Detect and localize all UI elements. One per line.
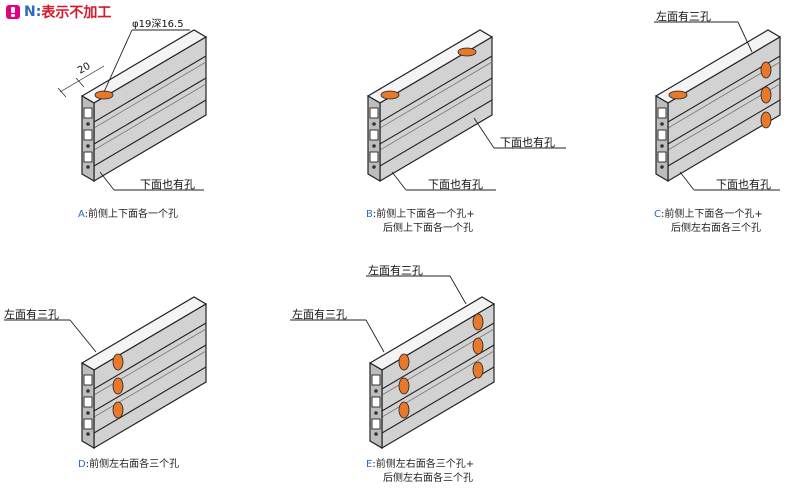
caption-code: A xyxy=(78,209,85,220)
header: N : 表示不加工 xyxy=(6,2,111,22)
header-text: 表示不加工 xyxy=(41,5,112,21)
profile-a: φ19深16.5 20 下面也有孔 xyxy=(57,18,207,191)
label-bottom-b: 下面也有孔 xyxy=(428,177,483,191)
hole-marker xyxy=(112,401,124,419)
hole-marker xyxy=(457,47,477,57)
hole-marker xyxy=(398,401,410,419)
caption-sep: : xyxy=(84,209,89,220)
label-bottom-c: 下面也有孔 xyxy=(716,177,771,191)
hole-marker xyxy=(398,353,410,371)
caption-line1: 前侧上下面各一个孔 xyxy=(88,209,179,220)
caption-code: B xyxy=(366,209,373,220)
info-badge-icon xyxy=(6,5,20,19)
header-sep: : xyxy=(35,4,42,20)
label-left-e-back: 左面有三孔 xyxy=(368,263,423,277)
profile-e: 左面有三孔 左面有三孔 xyxy=(290,263,495,449)
hole-marker xyxy=(760,61,772,79)
hole-marker xyxy=(380,90,400,100)
hole-marker xyxy=(94,90,114,100)
caption-sep: : xyxy=(372,459,376,470)
caption-code: D xyxy=(78,459,86,470)
caption-line2: 后侧左右面各三个孔 xyxy=(671,223,761,234)
caption-line1: 前侧左右面各三个孔+ xyxy=(375,459,475,470)
caption-line1: 前侧上下面各一个孔+ xyxy=(664,209,763,220)
hole-marker xyxy=(760,111,772,129)
caption-sep: : xyxy=(85,459,90,470)
caption-sep: : xyxy=(372,209,377,220)
caption-line1: 前侧上下面各一个孔+ xyxy=(376,209,475,220)
caption-c: C:前侧上下面各一个孔+ 后侧左右面各三个孔 xyxy=(654,208,763,236)
hole-marker xyxy=(112,377,124,395)
hole-marker xyxy=(668,90,688,100)
diameter-note: φ19深16.5 xyxy=(132,18,184,30)
profile-c: 左面有三孔 下面也有孔 xyxy=(654,9,781,191)
hole-marker xyxy=(472,361,484,379)
hole-marker xyxy=(112,353,124,371)
caption-b: B:前侧上下面各一个孔+ 后侧上下面各一个孔 xyxy=(366,208,475,236)
caption-line1: 前侧左右面各三个孔 xyxy=(89,459,180,470)
hole-marker xyxy=(398,377,410,395)
profile-b: 下面也有孔 下面也有孔 xyxy=(367,29,566,191)
caption-e: E:前侧左右面各三个孔+ 后侧左右面各三个孔 xyxy=(366,458,474,486)
hole-marker xyxy=(472,313,484,331)
caption-d: D:前侧左右面各三个孔 xyxy=(78,458,179,472)
header-code: N xyxy=(24,4,36,20)
label-left-d: 左面有三孔 xyxy=(4,307,59,321)
label-bottom-b-back: 下面也有孔 xyxy=(500,135,555,149)
caption-a: A:前侧上下面各一个孔 xyxy=(78,208,178,222)
profile-d: 左面有三孔 xyxy=(4,296,207,449)
hole-marker xyxy=(760,86,772,104)
label-bottom-a: 下面也有孔 xyxy=(140,177,195,191)
hole-marker xyxy=(472,337,484,355)
label-left-e: 左面有三孔 xyxy=(292,307,347,321)
caption-code: E xyxy=(366,459,373,470)
caption-line2: 后侧上下面各一个孔 xyxy=(383,223,473,234)
caption-line2: 后侧左右面各三个孔 xyxy=(383,473,473,484)
caption-code: C xyxy=(654,209,661,220)
label-left-c: 左面有三孔 xyxy=(656,9,711,23)
caption-sep: : xyxy=(660,209,665,220)
